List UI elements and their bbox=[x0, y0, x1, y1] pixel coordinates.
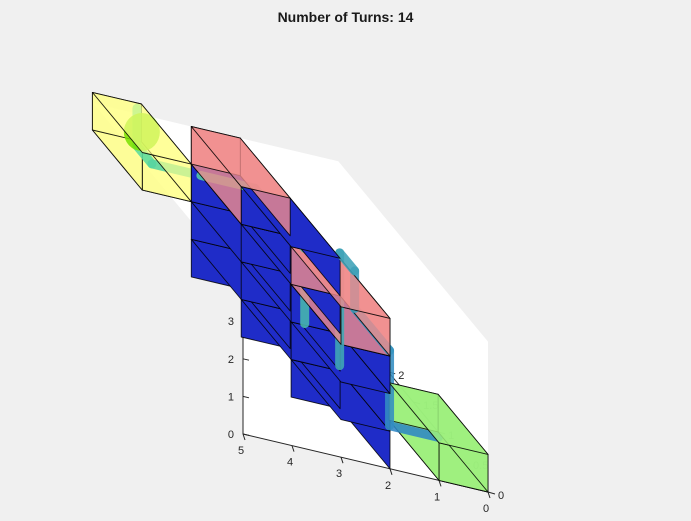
x-tick bbox=[438, 480, 442, 487]
scene-objects bbox=[91, 91, 489, 493]
y-tick-label: 2 bbox=[398, 370, 404, 382]
z-tick-label: 0 bbox=[228, 429, 234, 441]
z-tick bbox=[242, 433, 250, 436]
x-tick bbox=[242, 433, 246, 441]
z-tick bbox=[242, 358, 250, 361]
y-tick-label: 0 bbox=[498, 490, 504, 502]
x-tick bbox=[487, 491, 491, 499]
x-tick-label: 3 bbox=[336, 468, 342, 480]
x-tick bbox=[389, 468, 393, 475]
start-zone-face bbox=[91, 91, 192, 165]
z-tick-label: 1 bbox=[228, 391, 234, 403]
x-tick-label: 0 bbox=[483, 503, 489, 515]
x-tick-label: 2 bbox=[385, 480, 391, 492]
x-tick bbox=[291, 445, 295, 452]
z-tick-label: 3 bbox=[228, 316, 234, 328]
path-segment bbox=[385, 421, 444, 442]
x-tick bbox=[340, 457, 344, 464]
x-tick-label: 1 bbox=[434, 491, 440, 503]
chart-title: Number of Turns: 14 bbox=[277, 9, 414, 25]
path-segment bbox=[335, 248, 360, 276]
z-tick bbox=[242, 395, 250, 399]
y-tick bbox=[487, 491, 496, 495]
x-tick-label: 5 bbox=[238, 445, 244, 457]
obstacle-top-face bbox=[190, 126, 291, 199]
x-tick-label: 4 bbox=[287, 457, 293, 469]
z-tick-label: 2 bbox=[228, 354, 234, 366]
